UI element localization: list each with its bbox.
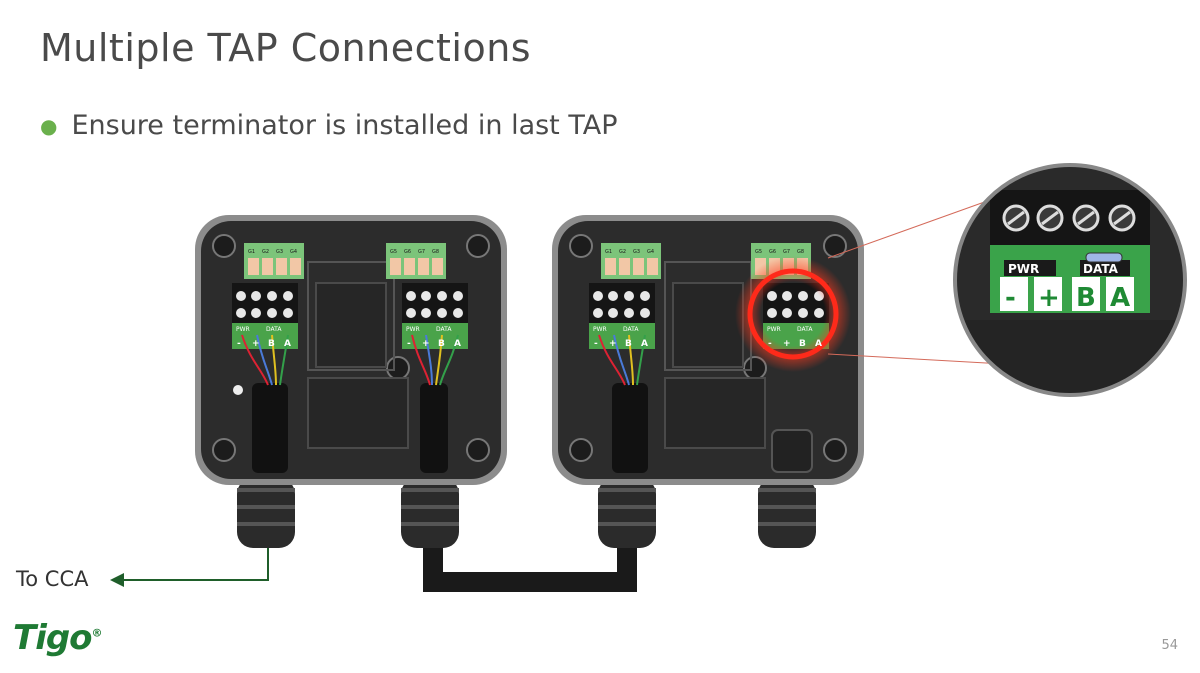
tap-left [195,215,507,548]
left-terminal-label: A [284,339,291,349]
right-group-label: G2 [619,249,626,255]
left-tap-group-labels: G1 G2 G3 G4 G5 G6 G7 G8 [248,249,439,255]
left-terminal-label: + [252,339,260,349]
right-terminal-label: + [609,339,617,349]
right2-pwr-label: PWR [767,326,781,333]
bullet-text: Ensure terminator is installed in last T… [71,110,618,141]
right-terminal-label: A [641,339,648,349]
left2-terminal-label: B [438,339,445,349]
left-group-label: G5 [390,249,397,255]
left2-data-label: DATA [436,326,452,333]
cable-gland-right-1 [598,478,656,548]
zoom-labels: PWR DATA [1008,262,1119,276]
cable-gland-left-1 [237,478,295,548]
terminal-zoom-callout [953,163,1187,397]
to-cca-label: To CCA [16,567,89,591]
tap-link-cable [423,520,637,592]
right2-data-label: DATA [797,326,813,333]
tap-terminal-labels: - + B A - + B A - + B A - + B A [237,339,822,349]
zoom-terminal-labels: - + B A [1005,283,1130,313]
bullet-dot-icon: ● [40,113,58,138]
left-group-label: G3 [276,249,283,255]
left2-terminal-label: A [454,339,461,349]
right-terminal-label: - [594,339,598,349]
right-data-label: DATA [623,326,639,333]
zoom-terminal-label: + [1038,283,1060,313]
right2-terminal-label: A [815,339,822,349]
left2-pwr-label: PWR [406,326,420,333]
right2-terminal-label: B [799,339,806,349]
zoom-terminal-label: B [1076,283,1096,313]
slide-title: Multiple TAP Connections [40,26,532,70]
right-group-label: G7 [783,249,790,255]
zoom-pwr-label: PWR [1008,262,1039,276]
right-group-label: G4 [647,249,654,255]
tap-right [552,215,864,548]
zoom-line-top [827,199,991,259]
right-group-label: G5 [755,249,762,255]
cable-gland-right-2 [758,478,816,548]
registered-mark: ® [91,626,103,640]
cable-gland-left-2 [401,478,459,548]
right2-terminal-label: - [768,339,772,349]
right-terminal-label: B [625,339,632,349]
left-group-label: G7 [418,249,425,255]
page-number: 54 [1161,638,1178,653]
left-group-label: G8 [432,249,439,255]
right-group-label: G3 [633,249,640,255]
right-group-label: G6 [769,249,776,255]
logo-text: Tigo [13,618,93,658]
to-cca-arrow [120,548,269,581]
left-group-label: G4 [290,249,297,255]
right-group-label: G8 [797,249,804,255]
zoom-data-label: DATA [1083,262,1119,276]
left2-terminal-label: - [407,339,411,349]
tigo-logo: Tigo® [13,618,103,658]
left-group-label: G1 [248,249,255,255]
left-pwr-label: PWR [236,326,250,333]
zoom-terminal-label: A [1110,283,1130,313]
left-group-label: G2 [262,249,269,255]
arrow-head-icon [110,573,124,587]
left-group-label: G6 [404,249,411,255]
right-group-label: G1 [605,249,612,255]
zoom-terminal-label: - [1005,283,1016,313]
right-tap-group-labels: G1 G2 G3 G4 G5 G6 G7 G8 [605,249,804,255]
left-terminal-label: - [237,339,241,349]
left-data-label: DATA [266,326,282,333]
left-terminal-label: B [268,339,275,349]
right2-terminal-label: + [783,339,791,349]
left2-terminal-label: + [422,339,430,349]
right-pwr-label: PWR [593,326,607,333]
bullet-item: ● Ensure terminator is installed in last… [40,110,618,141]
tap-pwr-data-labels: PWR DATA PWR DATA PWR DATA PWR DATA [236,326,813,333]
